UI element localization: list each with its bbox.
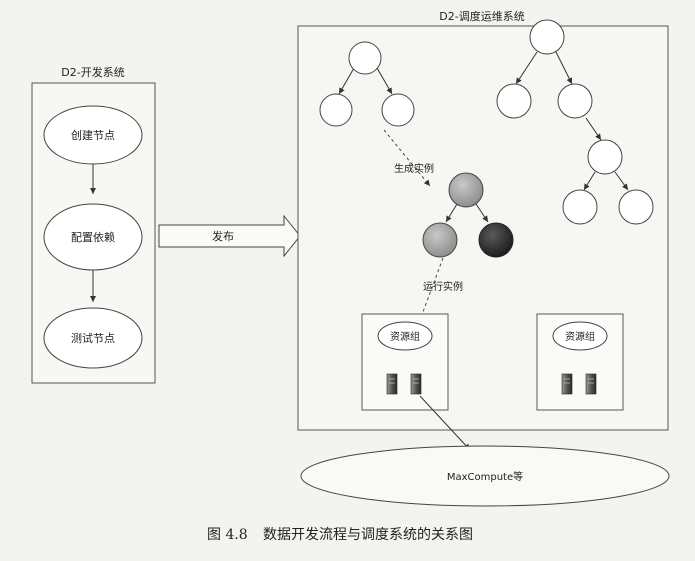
instance-node <box>448 172 484 208</box>
server-icon <box>386 373 398 395</box>
tree-node <box>381 93 415 127</box>
step-create-node-label: 创建节点 <box>71 128 115 142</box>
tree-node <box>348 41 382 75</box>
instance-node-running <box>478 222 514 258</box>
tree-node <box>496 83 532 119</box>
server-icon <box>561 373 573 395</box>
left-node-tree <box>319 41 415 127</box>
tree-node <box>618 189 654 225</box>
resource-group-2-label: 资源组 <box>565 330 595 343</box>
tree-node <box>319 93 353 127</box>
dev-system-box: D2-开发系统 创建节点 配置依赖 测试节点 <box>31 65 156 384</box>
tree-node <box>557 83 593 119</box>
step-test-node-label: 测试节点 <box>71 332 115 345</box>
compute-label: MaxCompute等 <box>447 470 523 483</box>
step-test-node <box>43 307 143 369</box>
publish-arrow: 发布 <box>158 214 301 258</box>
tree-node <box>587 139 623 175</box>
dev-system-title: D2-开发系统 <box>61 65 124 79</box>
scheduler-system-box: D2-调度运维系统 <box>297 9 669 431</box>
server-icon <box>585 373 597 395</box>
run-instance-label: 运行实例 <box>423 280 463 293</box>
server-icon <box>410 373 422 395</box>
instance-tree <box>422 172 514 258</box>
run-instance-arrow <box>419 257 444 321</box>
generate-instance-arrow <box>383 129 431 187</box>
tree-node <box>529 19 565 55</box>
generate-instance-label: 生成实例 <box>394 162 434 175</box>
right-node-tree <box>496 19 654 225</box>
publish-label: 发布 <box>212 229 234 243</box>
resource-group-2: 资源组 <box>536 313 624 411</box>
compute-ellipse: MaxCompute等 <box>300 445 670 507</box>
tree-node <box>562 189 598 225</box>
caption-number: 图 4.8 <box>207 527 248 543</box>
resource-group-1: 资源组 <box>361 313 449 411</box>
step-configure-deps-label: 配置依赖 <box>71 231 115 244</box>
resource-group-1-label: 资源组 <box>390 330 420 343</box>
scheduler-system-title: D2-调度运维系统 <box>439 9 524 23</box>
caption-text: 数据开发流程与调度系统的关系图 <box>263 527 473 543</box>
compute-arrow <box>419 395 471 451</box>
instance-node <box>422 222 458 258</box>
